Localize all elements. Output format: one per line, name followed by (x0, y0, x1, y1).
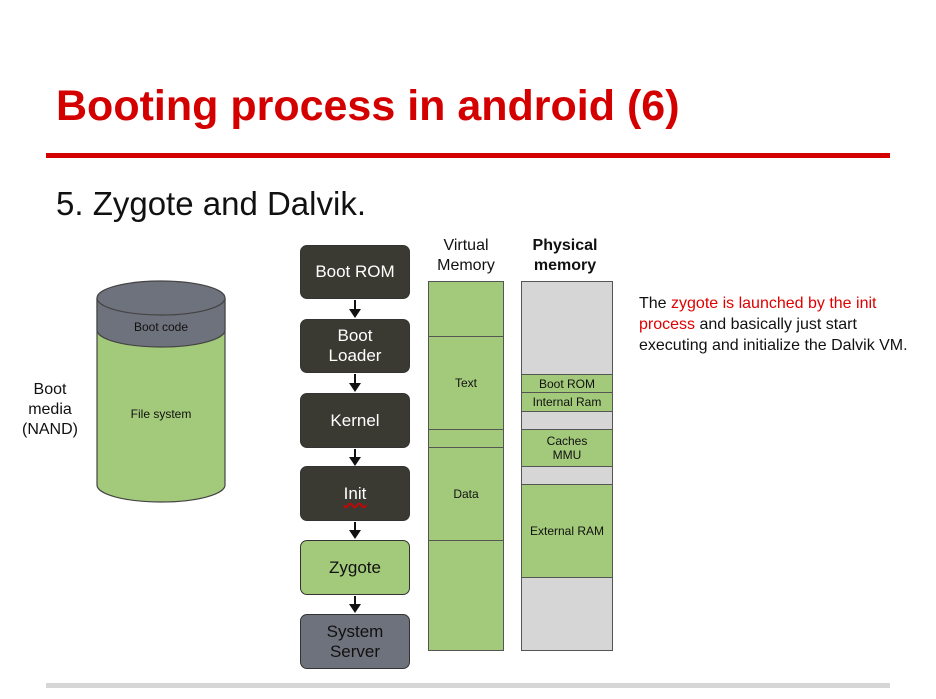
file-system-label: File system (130, 407, 192, 421)
virtual-segment-top (428, 281, 504, 337)
zygote-box: Zygote (300, 540, 410, 595)
virtual-memory-heading: Virtual Memory (437, 237, 495, 274)
physical-segment-boot-rom: Boot ROM (521, 374, 613, 393)
physical-segment-gap-2 (521, 466, 613, 485)
boot-code-label: Boot code (133, 320, 189, 334)
system-server-label: System Server (326, 621, 384, 661)
boot-media-label: Boot media (NAND) (22, 381, 78, 438)
description-post: and basically just start executing and i… (639, 316, 908, 354)
virtual-segment-gap (428, 429, 504, 448)
slide-title: Booting process in android (6) (56, 82, 680, 130)
title-underline (46, 153, 890, 158)
storage-cylinder: Boot code File system (96, 280, 226, 505)
virtual-segment-data: Data (428, 447, 504, 541)
arrow-down-icon (349, 530, 361, 539)
arrow-down-icon (349, 604, 361, 613)
boot-rom-label: Boot ROM (315, 262, 395, 281)
physical-segment-external-ram: External RAM (521, 484, 613, 578)
boot-loader-label: Boot Loader (328, 326, 382, 365)
arrow-line (354, 522, 356, 531)
arrow-down-icon (349, 457, 361, 466)
arrow-line (354, 596, 356, 605)
virtual-segment-bottom (428, 540, 504, 651)
physical-segment-top (521, 281, 613, 375)
description-pre: The (639, 295, 672, 312)
arrow-down-icon (349, 383, 361, 392)
description-highlight: zygote is launched by the init process (639, 295, 877, 333)
zygote-description: The zygote is launched by the init proce… (639, 293, 924, 356)
physical-segment-bottom (521, 577, 613, 651)
physical-memory-heading: Physical memory (532, 237, 598, 274)
physical-segment-caches-mmu: Caches MMU (521, 429, 613, 467)
arrow-line (354, 449, 356, 458)
slide-subtitle: 5. Zygote and Dalvik. (56, 185, 366, 222)
system-server-box: System Server (300, 614, 410, 669)
boot-rom-box: Boot ROM (300, 245, 410, 299)
arrow-line (354, 374, 356, 384)
physical-segment-internal-ram: Internal Ram (521, 392, 613, 412)
footer-rule (46, 683, 890, 688)
init-label: Init (343, 483, 367, 503)
cylinder-graphic (96, 280, 226, 503)
physical-segment-gap-1 (521, 411, 613, 430)
boot-loader-box: Boot Loader (300, 319, 410, 373)
arrow-line (354, 300, 356, 310)
kernel-label: Kernel (330, 410, 380, 430)
arrow-down-icon (349, 309, 361, 318)
kernel-box: Kernel (300, 393, 410, 448)
zygote-label: Zygote (329, 557, 381, 577)
virtual-segment-text: Text (428, 336, 504, 430)
init-box: Init (300, 466, 410, 521)
